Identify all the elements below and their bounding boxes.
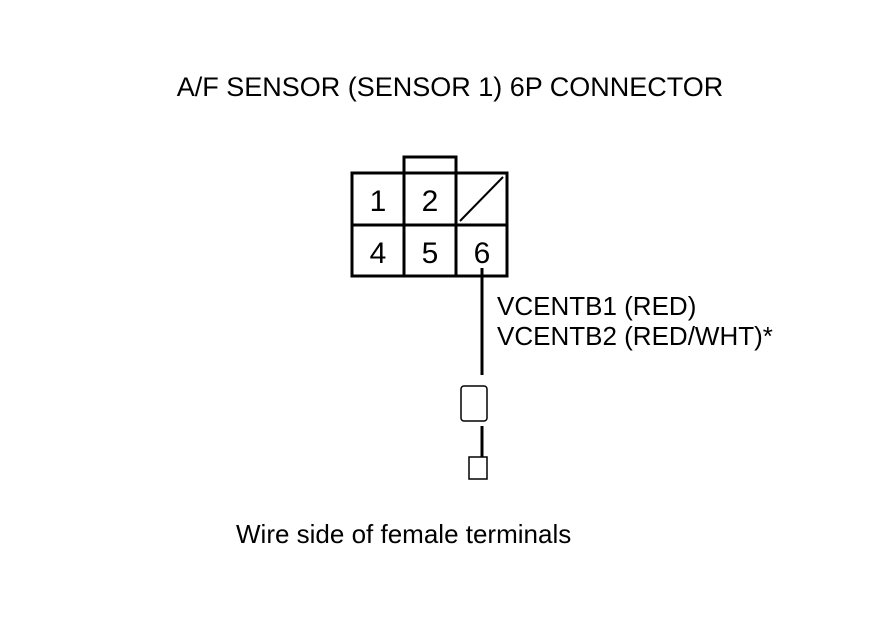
terminal-6: 6: [474, 237, 491, 270]
diagram-caption: Wire side of female terminals: [236, 519, 572, 549]
wire-label-vcentb2: VCENTB2 (RED/WHT)*: [497, 321, 773, 351]
connector-lock-tab: [402, 155, 458, 175]
terminal-2: 2: [422, 185, 439, 218]
diagram-title: A/F SENSOR (SENSOR 1) 6P CONNECTOR: [176, 72, 724, 102]
terminal-4: 4: [370, 237, 387, 270]
wire-label-vcentb1: VCENTB1 (RED): [497, 291, 697, 321]
terminal-5: 5: [422, 237, 439, 270]
probe-tip: [468, 456, 488, 480]
empty-terminal-slash: [459, 176, 504, 222]
test-probe: [460, 385, 488, 422]
terminal-1: 1: [370, 185, 387, 218]
